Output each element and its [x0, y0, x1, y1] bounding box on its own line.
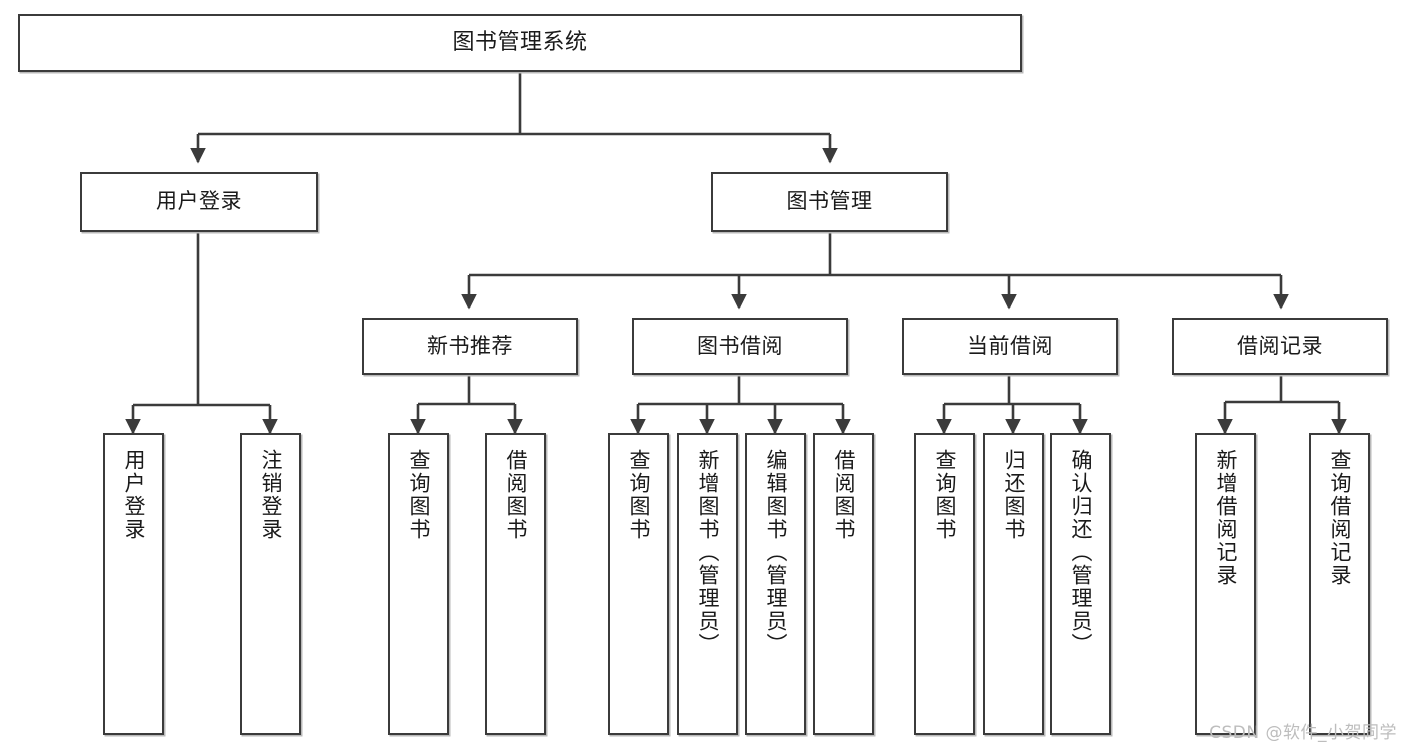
leaf-borrow-query-book[interactable]: 查询图书 — [608, 433, 669, 735]
node-new-book-recommend[interactable]: 新书推荐 — [362, 318, 578, 375]
leaf-new-book-query-label: 查询图书 — [407, 449, 431, 541]
node-borrow-record[interactable]: 借阅记录 — [1172, 318, 1388, 375]
leaf-borrow-edit-book-label: 编辑图书（管理员） — [764, 449, 788, 656]
node-book-management-label: 图书管理 — [786, 189, 873, 214]
leaf-current-confirm-return-label: 确认归还（管理员） — [1069, 449, 1093, 656]
leaf-user-login-signin-label: 用户登录 — [122, 449, 146, 541]
node-user-login[interactable]: 用户登录 — [80, 172, 318, 232]
leaf-user-login-signin[interactable]: 用户登录 — [103, 433, 164, 735]
leaf-new-book-borrow-label: 借阅图书 — [504, 449, 528, 541]
leaf-borrow-edit-book[interactable]: 编辑图书（管理员） — [745, 433, 806, 735]
leaf-borrow-borrow-book-label: 借阅图书 — [832, 449, 856, 541]
leaf-current-query-book[interactable]: 查询图书 — [914, 433, 975, 735]
leaf-current-return-book[interactable]: 归还图书 — [983, 433, 1044, 735]
node-current-borrow[interactable]: 当前借阅 — [902, 318, 1118, 375]
node-book-borrow-label: 图书借阅 — [697, 333, 783, 358]
node-current-borrow-label: 当前借阅 — [967, 333, 1053, 358]
node-new-book-recommend-label: 新书推荐 — [427, 333, 513, 358]
leaf-borrow-borrow-book[interactable]: 借阅图书 — [813, 433, 874, 735]
leaf-record-query-label: 查询借阅记录 — [1328, 449, 1352, 587]
leaf-current-return-book-label: 归还图书 — [1002, 449, 1026, 541]
node-user-login-label: 用户登录 — [156, 189, 242, 214]
leaf-borrow-add-book[interactable]: 新增图书（管理员） — [677, 433, 738, 735]
leaf-user-login-signout[interactable]: 注销登录 — [240, 433, 301, 735]
leaf-new-book-borrow[interactable]: 借阅图书 — [485, 433, 546, 735]
leaf-record-query[interactable]: 查询借阅记录 — [1309, 433, 1370, 735]
node-root-label: 图书管理系统 — [452, 29, 588, 55]
watermark: CSDN @软件_小贺同学 — [1209, 723, 1397, 743]
leaf-record-add[interactable]: 新增借阅记录 — [1195, 433, 1256, 735]
leaf-current-query-book-label: 查询图书 — [933, 449, 957, 541]
node-book-borrow[interactable]: 图书借阅 — [632, 318, 848, 375]
leaf-borrow-add-book-label: 新增图书（管理员） — [696, 449, 720, 656]
node-borrow-record-label: 借阅记录 — [1237, 333, 1323, 358]
leaf-record-add-label: 新增借阅记录 — [1214, 449, 1238, 587]
node-book-management[interactable]: 图书管理 — [711, 172, 948, 232]
leaf-borrow-query-book-label: 查询图书 — [627, 449, 651, 541]
leaf-user-login-signout-label: 注销登录 — [259, 449, 283, 541]
leaf-new-book-query[interactable]: 查询图书 — [388, 433, 449, 735]
node-root[interactable]: 图书管理系统 — [18, 14, 1022, 72]
leaf-current-confirm-return[interactable]: 确认归还（管理员） — [1050, 433, 1111, 735]
